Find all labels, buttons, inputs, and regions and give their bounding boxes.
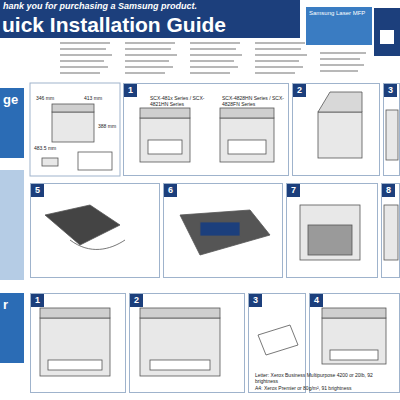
dimension: 413 mm xyxy=(84,96,114,102)
box-text: ge xyxy=(3,92,18,107)
printer-drawings xyxy=(40,92,398,376)
box-text: Samsung Laser MFP xyxy=(309,10,365,16)
package-panel xyxy=(30,83,120,176)
step-number: 1 xyxy=(31,294,44,307)
step-number: 3 xyxy=(249,294,262,307)
step-number: 8 xyxy=(382,184,395,197)
step-panel: 1 xyxy=(30,293,126,393)
side-band xyxy=(0,170,24,280)
step-panel: 3 xyxy=(383,83,400,176)
step-number: 5 xyxy=(31,184,44,197)
tab-icon xyxy=(380,30,394,44)
step-number: 3 xyxy=(384,84,397,97)
dimension: 346 mm xyxy=(36,96,66,102)
section-tab: r xyxy=(0,293,24,363)
step-panel: 8 xyxy=(381,183,400,278)
step-number: 6 xyxy=(164,184,177,197)
dimension: 388 mm xyxy=(98,124,118,130)
subtitle: hank you for purchasing a Samsung produc… xyxy=(3,1,295,11)
model-name: SCX-4828HN Series / SCX-4828FN Series xyxy=(222,96,286,108)
step-number: 4 xyxy=(310,294,323,307)
box-text: r xyxy=(3,297,8,312)
step-number: 7 xyxy=(287,184,300,197)
step-panel: 7 xyxy=(286,183,378,278)
paper-note: A4: Xerox Premier or 80g/m², 91 brightne… xyxy=(255,386,397,392)
step-panel: 2 xyxy=(129,293,245,393)
step-panel: 6 xyxy=(163,183,283,278)
dimension: 483.5 mm xyxy=(34,146,64,152)
model-name: SCX-481x Series / SCX-4821HN Series xyxy=(150,96,216,108)
step-panel: 5 xyxy=(30,183,160,278)
language-lines xyxy=(60,42,366,74)
title-band xyxy=(0,0,300,38)
product-box: Samsung Laser MFP xyxy=(306,7,372,45)
step-panel: 2 xyxy=(292,83,380,176)
section-tab: ge xyxy=(0,88,24,158)
step-number: 2 xyxy=(130,294,143,307)
edge-tab xyxy=(374,8,400,56)
step-number: 2 xyxy=(293,84,306,97)
paper-note: Letter: Xerox Business Multipurpose 4200… xyxy=(255,373,397,385)
guide-title: uick Installation Guide xyxy=(2,13,226,37)
step-number: 1 xyxy=(124,84,137,97)
